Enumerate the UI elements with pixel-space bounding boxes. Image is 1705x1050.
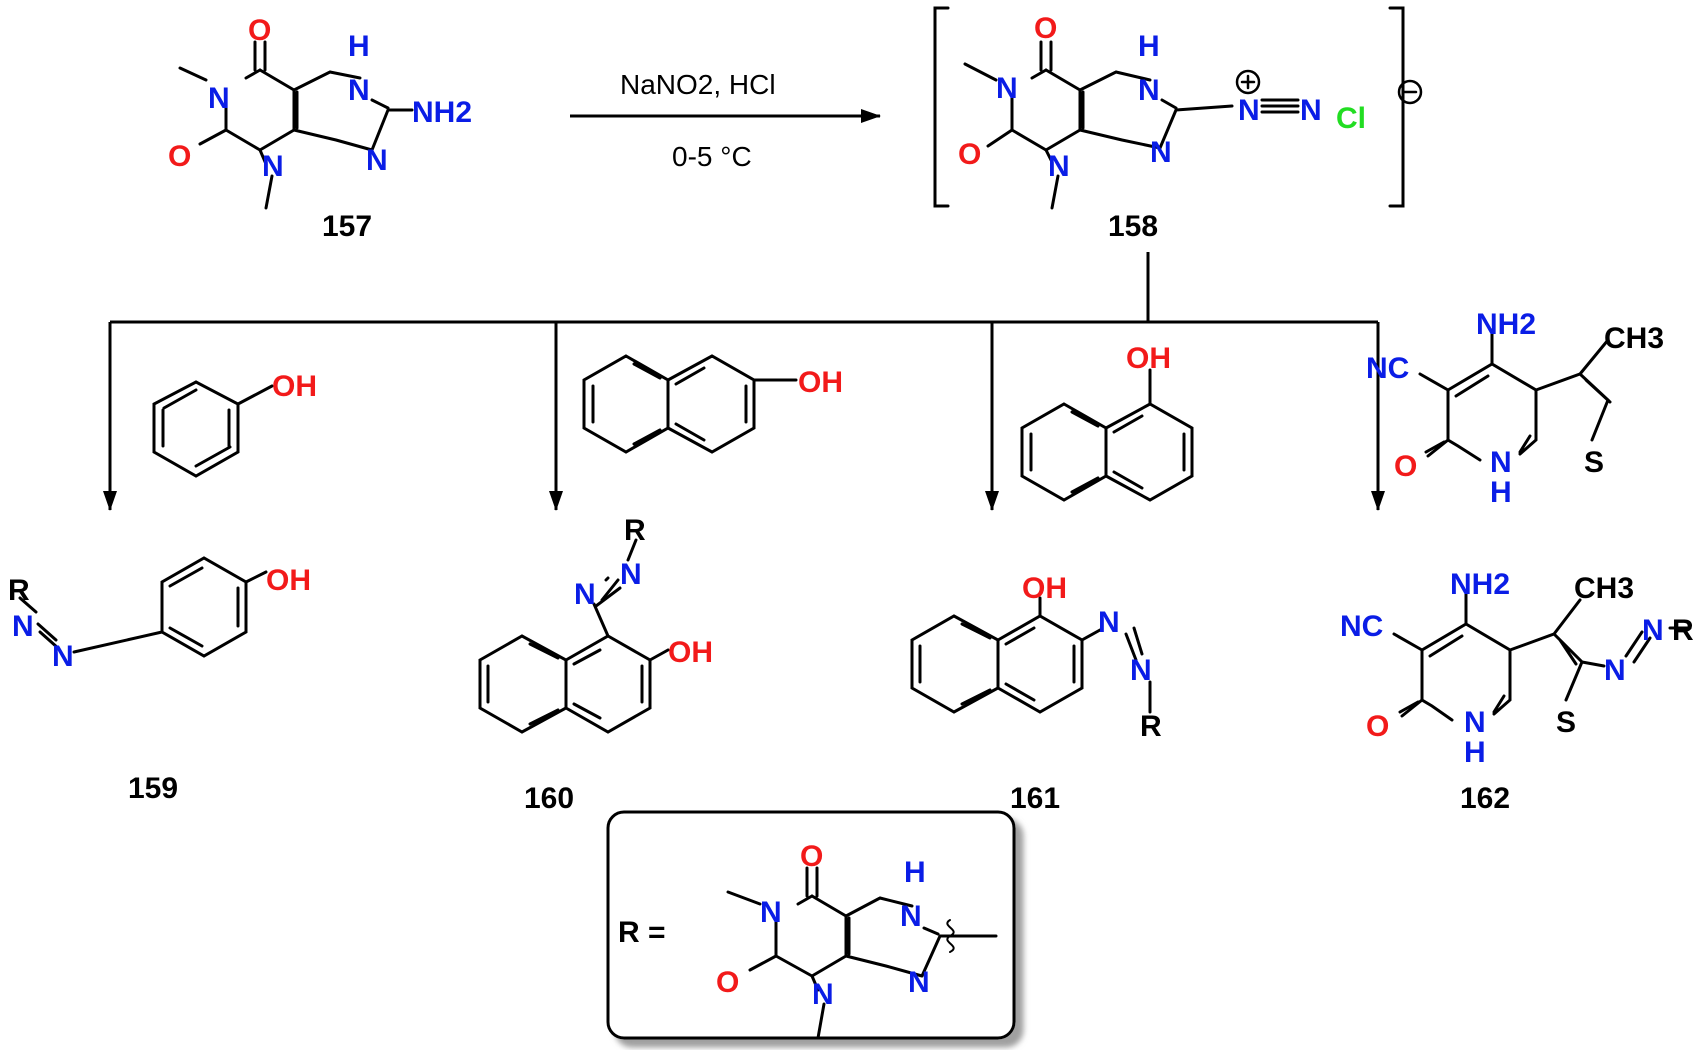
atom-n9: N — [366, 144, 388, 177]
product-159-n-a: N — [12, 610, 34, 643]
compound-label-160: 160 — [524, 782, 574, 815]
legend-atom-n9: N — [908, 966, 930, 999]
atom-o6: O — [248, 14, 271, 47]
atom-n-plus: N — [1238, 94, 1260, 127]
reagent-h: H — [1490, 476, 1512, 509]
legend-atom-n3: N — [812, 978, 834, 1011]
atom-chloride: Cl — [1336, 102, 1366, 135]
reagent-o: O — [1394, 450, 1417, 483]
r-group-legend: R = N O O N N H N — [606, 810, 1016, 1040]
atom-h7: H — [348, 30, 370, 63]
product-162-o: O — [1366, 710, 1389, 743]
atom-o6: O — [1034, 12, 1057, 45]
compound-label-157: 157 — [322, 210, 372, 243]
product-162-h: H — [1464, 736, 1486, 769]
product-162-nh2: NH2 — [1450, 568, 1510, 601]
product-162-n-a: N — [1604, 654, 1626, 687]
atom-n7: N — [348, 74, 370, 107]
product-161-oh: OH — [1022, 572, 1067, 605]
product-159-oh: OH — [266, 564, 311, 597]
compound-158-structure: N O O N N H N N N Cl 158 — [933, 6, 1423, 243]
atom-n7: N — [1138, 74, 1160, 107]
phenol-oh: OH — [272, 370, 317, 403]
reagent-nc: NC — [1366, 352, 1409, 385]
atom-n1: N — [208, 82, 230, 115]
product-159-n-b: N — [52, 640, 74, 673]
atom-n3: N — [1048, 150, 1070, 183]
compound-label-162: 162 — [1460, 782, 1510, 815]
product-162-r: R — [1672, 614, 1694, 647]
naphthol-2-oh: OH — [798, 366, 843, 399]
legend-atom-h7: H — [904, 856, 926, 889]
product-162-n-b: N — [1642, 614, 1664, 647]
reagent-n: N — [1490, 446, 1512, 479]
legend-atom-n1: N — [760, 896, 782, 929]
compound-label-161: 161 — [1010, 782, 1060, 815]
reagent-2-naphthol: OH — [582, 354, 843, 454]
reagent-phenol: OH — [152, 370, 317, 478]
product-162-s: S — [1556, 706, 1576, 739]
atom-n1: N — [996, 72, 1018, 105]
legend-r-equals: R = — [618, 916, 666, 949]
reagent-nh2: NH2 — [1476, 308, 1536, 341]
product-160-oh: OH — [668, 636, 713, 669]
product-160-n-b: N — [620, 558, 642, 591]
product-161-n-b: N — [1130, 654, 1152, 687]
reagent-thienopyridine: NH2 CH3 NC O N H S — [1366, 308, 1664, 509]
reagent-s: S — [1584, 446, 1604, 479]
legend-atom-o2: O — [716, 966, 739, 999]
compound-160-structure: OH N N R 160 — [478, 514, 713, 815]
compound-162-structure: NH2 CH3 NC O N H S N N R 162 — [1340, 568, 1694, 815]
atom-o2: O — [168, 140, 191, 173]
compound-159-structure: OH R N N 159 — [8, 556, 311, 805]
atom-n9: N — [1150, 136, 1172, 169]
product-162-n: N — [1464, 706, 1486, 739]
atom-n-terminal: N — [1300, 94, 1322, 127]
compound-label-159: 159 — [128, 772, 178, 805]
legend-atom-n7: N — [900, 900, 922, 933]
product-162-nc: NC — [1340, 610, 1383, 643]
product-161-r: R — [1140, 710, 1162, 743]
reagent-label: NaNO2, HCl — [620, 69, 776, 100]
atom-h7: H — [1138, 30, 1160, 63]
branch-lines — [103, 252, 1385, 511]
compound-157-structure: N O O N N H N NH2 157 — [168, 14, 472, 243]
product-162-ch3: CH3 — [1574, 572, 1634, 605]
product-159-r: R — [8, 574, 30, 607]
atom-n3: N — [262, 150, 284, 183]
naphthol-1-oh: OH — [1126, 342, 1171, 375]
reagent-ch3: CH3 — [1604, 322, 1664, 355]
product-160-n-a: N — [574, 578, 596, 611]
product-161-n-a: N — [1098, 606, 1120, 639]
compound-label-158: 158 — [1108, 210, 1158, 243]
temperature-label: 0-5 °C — [672, 141, 752, 172]
legend-atom-o6: O — [800, 840, 823, 873]
compound-161-structure: OH N N R 161 — [910, 572, 1162, 815]
reagent-1-naphthol: OH — [1020, 342, 1194, 502]
atom-o2: O — [958, 138, 981, 171]
reaction-arrow-1: NaNO2, HCl 0-5 °C — [570, 69, 881, 172]
product-160-r: R — [624, 514, 646, 547]
atom-nh2: NH2 — [412, 96, 472, 129]
